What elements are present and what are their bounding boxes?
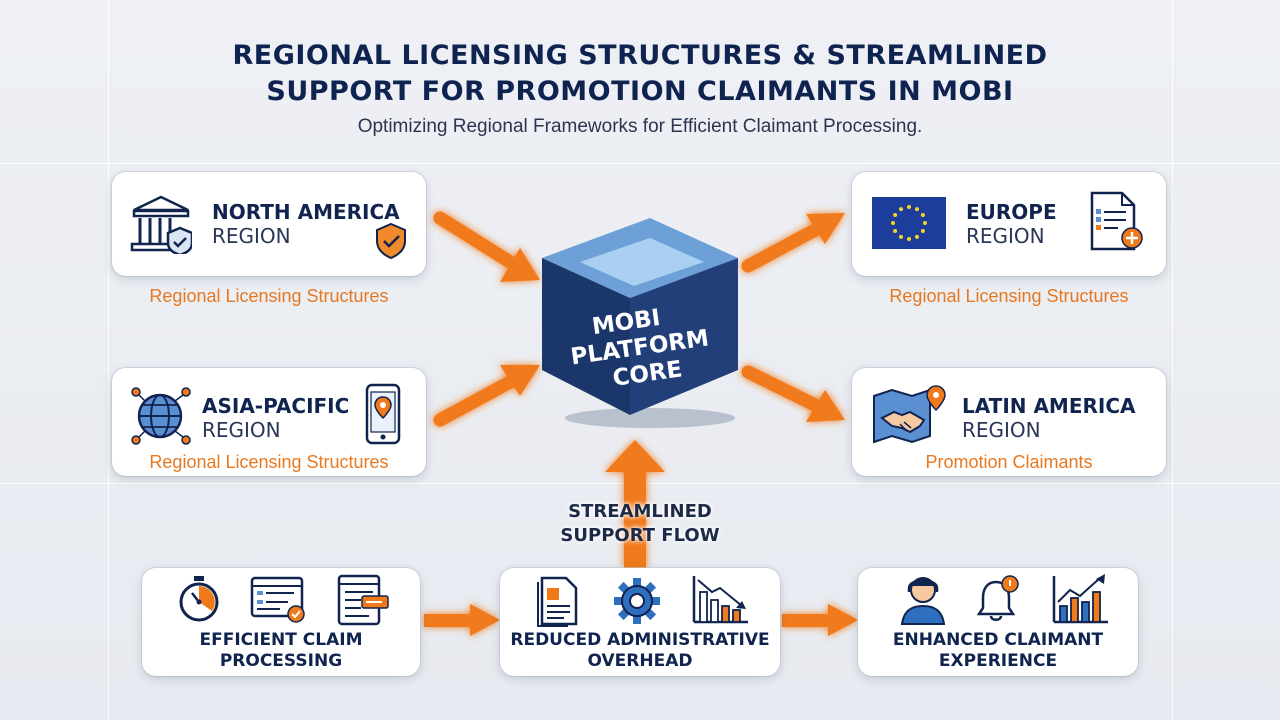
region-sub-asia-pacific: REGION (202, 418, 281, 442)
cube-top-highlight (580, 238, 704, 286)
eu-star (915, 207, 919, 212)
benefit-card-enhanced-claimant-experience[interactable]: ENHANCED CLAIMANT EXPERIENCE (858, 568, 1138, 676)
region-label-north-america: Regional Licensing Structures (149, 286, 389, 306)
benefit-label-efficient-line-2: PROCESSING (219, 651, 343, 671)
grid-line (1172, 0, 1173, 720)
browser-form-icon (337, 574, 389, 626)
streamlined-support-flow-label: STREAMLINED SUPPORT FLOW (530, 500, 750, 548)
benefit-label-reduced-line-2: OVERHEAD (587, 651, 693, 671)
notification-bell-icon (976, 575, 1019, 621)
title-line-2: SUPPORT FOR PROMOTION CLAIMANTS IN MOBI (266, 76, 1014, 107)
grid-line (0, 163, 1280, 164)
mobile-location-icon (365, 383, 401, 445)
gear-tooth (633, 614, 641, 624)
eu-flag-icon (872, 197, 946, 249)
cube-right-face (630, 258, 738, 415)
arrow-core-to-la (741, 365, 845, 422)
government-building-icon (130, 195, 192, 254)
gear-icon (614, 578, 660, 624)
form-window-icon (250, 576, 305, 623)
region-label-europe: Regional Licensing Structures (889, 286, 1129, 306)
page-subtitle: Optimizing Regional Frameworks for Effic… (357, 116, 923, 137)
region-label-latin-america: Promotion Claimants (925, 452, 1093, 472)
document-add-icon (1090, 191, 1143, 251)
handshake-map-icon (873, 385, 946, 444)
region-name-latin-america: LATIN AMERICA (962, 394, 1136, 418)
region-card-north-america[interactable]: NORTH AMERICA REGION (112, 172, 426, 276)
arrow-na-to-core (433, 211, 540, 282)
eu-star (893, 229, 898, 233)
region-name-asia-pacific: ASIA-PACIFIC (202, 394, 350, 418)
globe-network-icon (131, 387, 191, 445)
benefit-label-enhanced-line-1: ENHANCED CLAIMANT (892, 630, 1104, 650)
eu-star (923, 221, 927, 225)
region-card-asia-pacific[interactable]: ASIA-PACIFIC REGION Regional Licensing S… (112, 368, 426, 476)
eu-star (915, 234, 919, 239)
flow-label-line-2: SUPPORT FLOW (560, 525, 720, 546)
eu-star (899, 234, 903, 239)
page-title: REGIONAL LICENSING STRUCTURES & STREAMLI… (0, 38, 1280, 110)
benefit-label-enhanced-line-2: EXPERIENCE (938, 651, 1058, 671)
benefit-label-efficient-line-1: EFFICIENT CLAIM (199, 630, 363, 650)
benefit-label-reduced: REDUCED ADMINISTRATIVE OVERHEAD (500, 630, 780, 672)
region-sub-europe: REGION (966, 224, 1045, 248)
rising-chart-icon (1052, 574, 1108, 624)
flow-label-line-1: STREAMLINED (568, 501, 712, 522)
eu-star (920, 213, 925, 217)
title-line-1: REGIONAL LICENSING STRUCTURES & STREAMLI… (232, 40, 1048, 71)
stopwatch-icon (179, 576, 219, 622)
benefit-card-reduced-administrative-overhead[interactable]: REDUCED ADMINISTRATIVE OVERHEAD (500, 568, 780, 676)
document-icon (537, 576, 578, 627)
benefit-label-enhanced: ENHANCED CLAIMANT EXPERIENCE (858, 630, 1138, 672)
shield-check-icon (376, 222, 406, 260)
eu-star (891, 221, 895, 225)
eu-star (907, 205, 911, 209)
arrow-ap-to-core (433, 365, 540, 427)
region-name-north-america: NORTH AMERICA (212, 200, 400, 224)
core-cube: MOBI PLATFORM CORE (542, 218, 738, 428)
declining-chart-icon (692, 576, 748, 624)
eu-star (920, 229, 925, 233)
region-label-asia-pacific: Regional Licensing Structures (149, 452, 389, 472)
region-sub-latin-america: REGION (962, 418, 1041, 442)
arrow-core-to-eu (741, 213, 845, 273)
gear-tooth (633, 578, 641, 588)
cube-left-face (542, 258, 630, 415)
arrow-reduced-to-enhanced (782, 604, 858, 636)
cube-shadow (565, 408, 735, 428)
eu-star (893, 213, 898, 217)
user-headset-icon (900, 577, 946, 625)
eu-star (907, 237, 911, 241)
region-sub-north-america: REGION (212, 224, 291, 248)
grid-line (108, 0, 109, 720)
arrow-efficient-to-reduced (424, 604, 500, 636)
eu-star (899, 207, 903, 212)
region-card-europe[interactable]: EUROPE REGION (852, 172, 1166, 276)
region-card-latin-america[interactable]: LATIN AMERICA REGION Promotion Claimants (852, 368, 1166, 476)
benefit-card-efficient-claim-processing[interactable]: EFFICIENT CLAIM PROCESSING (142, 568, 420, 676)
arrow-flow-to-core (605, 440, 665, 568)
region-name-europe: EUROPE (966, 200, 1057, 224)
eu-stars (891, 205, 927, 241)
benefit-label-reduced-line-1: REDUCED ADMINISTRATIVE (510, 630, 770, 650)
benefit-label-efficient: EFFICIENT CLAIM PROCESSING (142, 630, 420, 672)
